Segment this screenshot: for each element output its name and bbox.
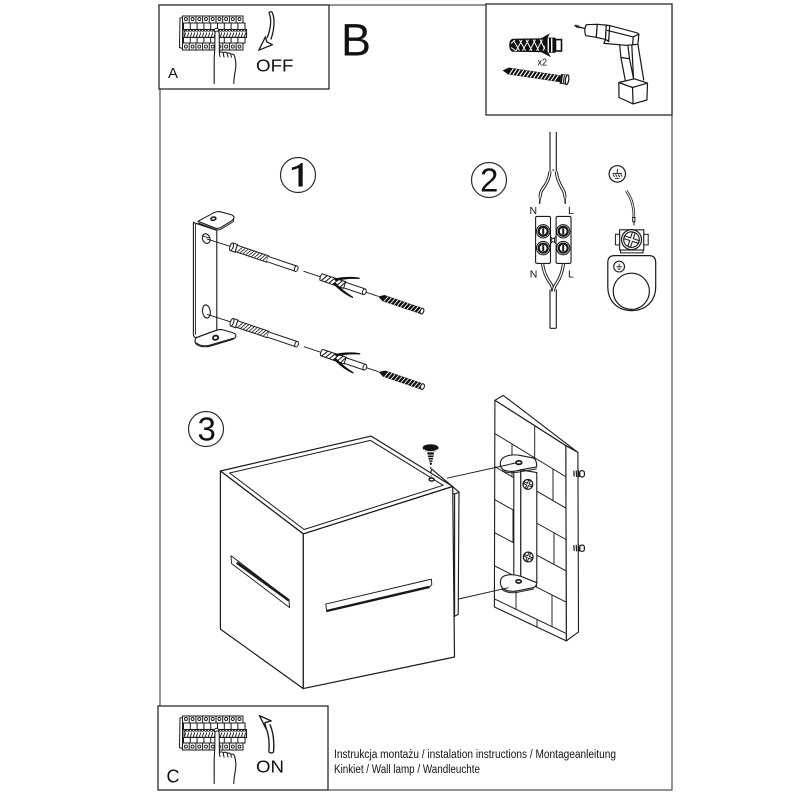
svg-text:N: N [530, 205, 538, 217]
svg-text:2: 2 [480, 162, 498, 199]
svg-text:ON: ON [256, 757, 284, 777]
svg-text:3: 3 [198, 411, 216, 448]
svg-text:B: B [341, 15, 371, 66]
svg-text:L: L [568, 205, 574, 217]
svg-text:A: A [168, 65, 178, 82]
svg-text:L: L [568, 268, 574, 280]
svg-text:N: N [530, 268, 538, 280]
svg-text:Instrukcja montażu / instalati: Instrukcja montażu / instalation instruc… [334, 749, 616, 761]
svg-text:C: C [167, 767, 180, 787]
svg-text:Kinkiet / Wall lamp / Wandleuc: Kinkiet / Wall lamp / Wandleuchte [334, 764, 480, 776]
svg-text:OFF: OFF [256, 56, 294, 76]
svg-text:x2: x2 [538, 58, 548, 69]
